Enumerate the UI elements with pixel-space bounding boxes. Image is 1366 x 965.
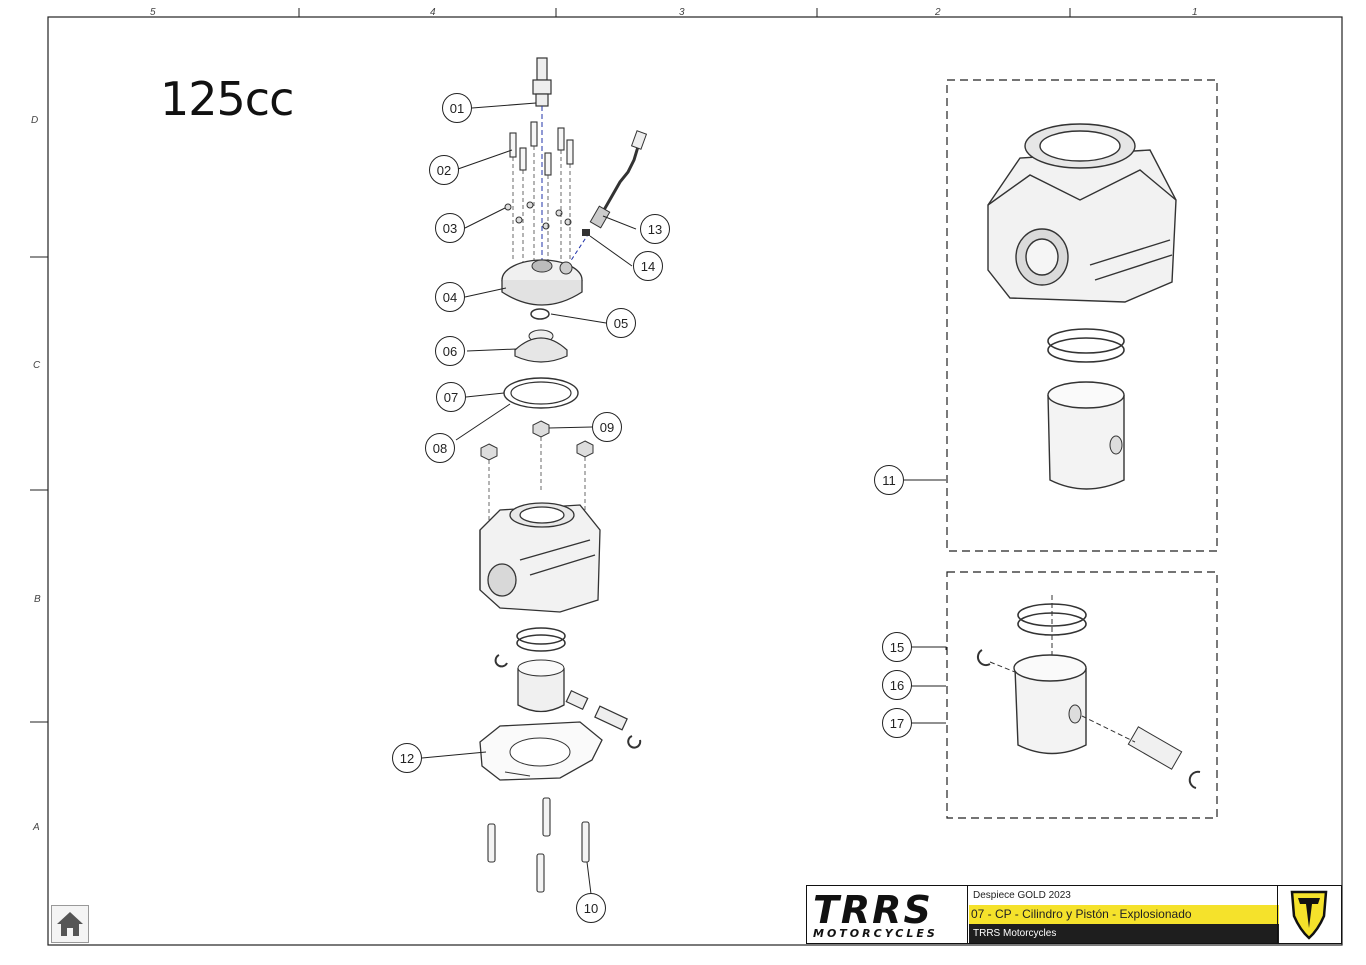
callout-11: 11 [874, 465, 904, 495]
title-block: TRRS MOTORCYCLES Despiece GOLD 2023 07 -… [806, 885, 1342, 944]
displacement-title: 125cc [160, 72, 294, 126]
callout-04: 04 [435, 282, 465, 312]
callout-13: 13 [640, 214, 670, 244]
callout-02: 02 [429, 155, 459, 185]
callout-05: 05 [606, 308, 636, 338]
grid-column-label: 5 [150, 7, 156, 18]
callout-16: 16 [882, 670, 912, 700]
logo-sub-text: MOTORCYCLES [813, 927, 938, 940]
document-series: Despiece GOLD 2023 [973, 890, 1071, 901]
callout-08: 08 [425, 433, 455, 463]
callout-12: 12 [392, 743, 422, 773]
grid-row-label: A [33, 822, 40, 833]
logo-main-text: TRRS [813, 888, 933, 932]
callout-07: 07 [436, 382, 466, 412]
home-icon [57, 912, 83, 936]
grid-row-label: C [33, 360, 41, 371]
grid-column-label: 1 [1192, 7, 1198, 18]
callout-09: 09 [592, 412, 622, 442]
grid-row-label: B [34, 594, 41, 605]
home-button[interactable] [51, 905, 89, 943]
company-name: TRRS Motorcycles [969, 924, 1279, 943]
callout-17: 17 [882, 708, 912, 738]
callout-15: 15 [882, 632, 912, 662]
grid-column-label: 3 [679, 7, 685, 18]
callout-01: 01 [442, 93, 472, 123]
trrs-logo: TRRS MOTORCYCLES [807, 886, 968, 943]
grid-column-label: 2 [935, 7, 941, 18]
callout-10: 10 [576, 893, 606, 923]
trrs-shield-icon [1277, 886, 1341, 943]
callout-14: 14 [633, 251, 663, 281]
callout-06: 06 [435, 336, 465, 366]
grid-column-label: 4 [430, 7, 436, 18]
callout-03: 03 [435, 213, 465, 243]
document-title: 07 - CP - Cilindro y Pistón - Explosiona… [969, 905, 1279, 924]
grid-row-label: D [31, 115, 39, 126]
